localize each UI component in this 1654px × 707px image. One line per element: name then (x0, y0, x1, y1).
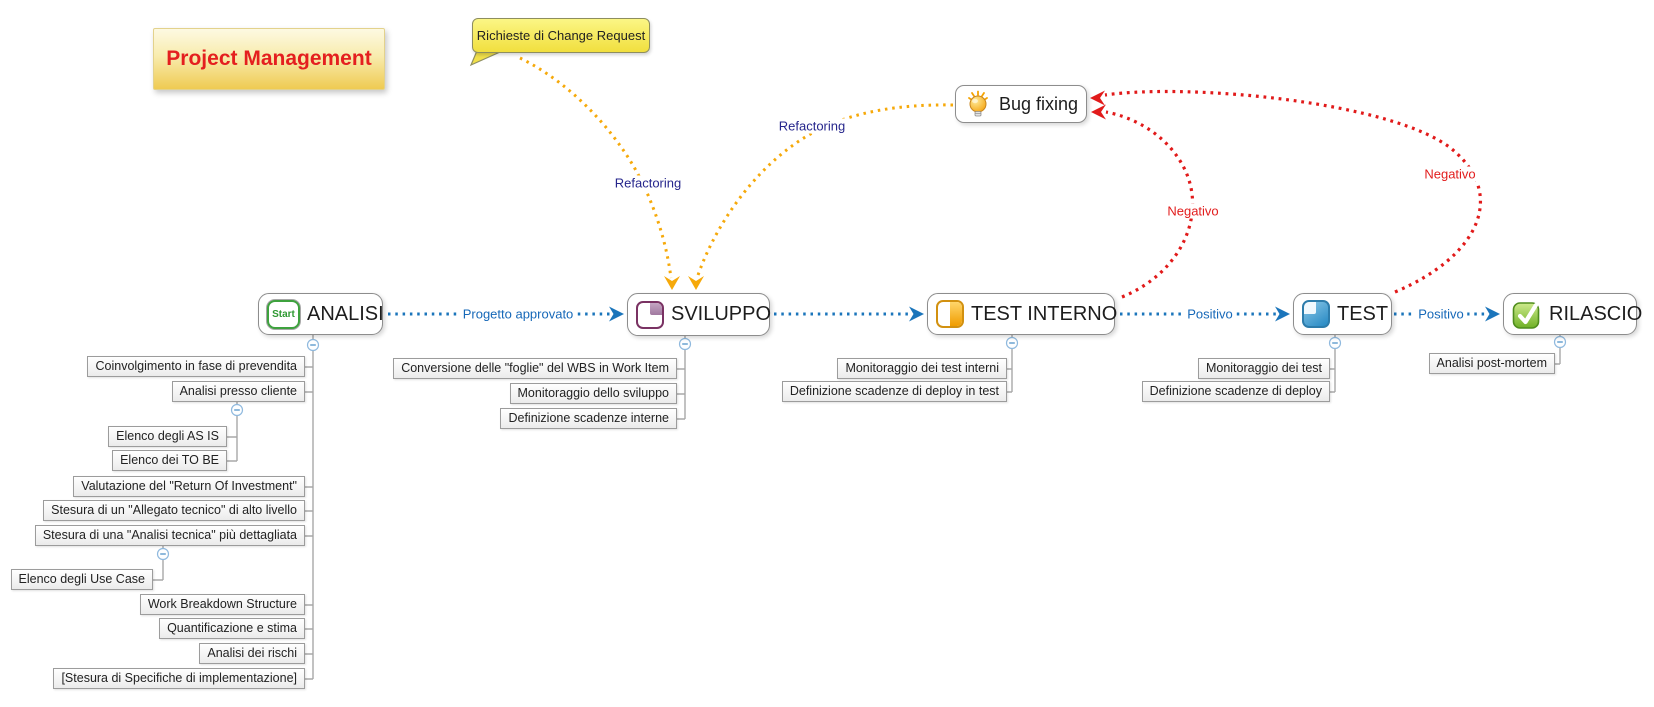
subtopic-analisi-stima[interactable]: Quantificazione e stima (159, 618, 305, 639)
subtopic-analisi-cliente[interactable]: Analisi presso cliente (171, 381, 305, 402)
subtopic-analisi-asis[interactable]: Elenco degli AS IS (108, 426, 227, 447)
change-request-callout[interactable]: Richieste di Change Request (472, 18, 650, 53)
subtopic-analisi-tobe[interactable]: Elenco dei TO BE (112, 450, 227, 471)
link-test-bugfixing-arrowhead (1090, 90, 1105, 106)
link-testinterno-test-arrowhead (1275, 306, 1290, 322)
subtopic-test-deploy[interactable]: Definizione scadenze di deploy (1141, 381, 1330, 402)
link-bugfixing-sviluppo-curve[interactable] (695, 103, 954, 279)
subtopic-analisi-usecase[interactable]: Elenco degli Use Case (10, 569, 153, 590)
topic-bug-fixing[interactable]: Bug fixing (955, 85, 1087, 123)
link-test-rilascio-arrowhead (1485, 306, 1500, 322)
link-bugfixing-sviluppo-arrowhead (688, 276, 704, 290)
link-label-refactoring-a[interactable]: Refactoring (611, 175, 685, 191)
topic-test-label: TEST (1337, 302, 1389, 325)
subtopic-analisi-rischi[interactable]: Analisi dei rischi (199, 643, 305, 664)
branch-connector-analisi (305, 335, 314, 680)
link-label-positivo-b[interactable]: Positivo (1415, 306, 1467, 322)
subtopic-sviluppo-conversione[interactable]: Conversione delle "foglie" del WBS in Wo… (393, 358, 677, 379)
subtopic-sviluppo-scadenze[interactable]: Definizione scadenze interne (500, 408, 677, 429)
subtopic-test-monitoraggio[interactable]: Monitoraggio dei test (1197, 358, 1330, 379)
topic-analisi[interactable]: Start ANALISI (258, 293, 384, 335)
topic-test-interno-label: TEST INTERNO (971, 302, 1118, 325)
topic-rilascio[interactable]: RILASCIO (1503, 293, 1642, 335)
lightbulb-icon[interactable] (964, 90, 992, 118)
subtopic-analisi-tecnica[interactable]: Stesura di una "Analisi tecnica" più det… (34, 525, 305, 546)
subtopic-analisi-allegato[interactable]: Stesura di un "Allegato tecnico" di alto… (43, 500, 305, 521)
subtopic-analisi-prevendita[interactable]: Coinvolgimento in fase di prevendita (87, 356, 305, 377)
topic-sviluppo[interactable]: SVILUPPO (627, 293, 772, 336)
link-testinterno-bugfixing-curve[interactable] (1105, 110, 1195, 299)
link-sviluppo-testinterno-arrowhead (909, 306, 924, 322)
link-label-refactoring-b[interactable]: Refactoring (775, 118, 849, 134)
collapse-toggle-analisi[interactable] (306, 338, 320, 352)
topic-rilascio-label: RILASCIO (1549, 302, 1643, 325)
branch-connector-sviluppo (677, 336, 686, 420)
check-complete-icon[interactable] (1512, 299, 1542, 329)
progress-50-icon[interactable] (936, 300, 964, 328)
link-label-progetto-approvato[interactable]: Progetto approvato (459, 306, 577, 322)
topic-test[interactable]: TEST (1293, 293, 1392, 335)
topic-sviluppo-label: SVILUPPO (671, 303, 772, 325)
link-changerequest-sviluppo-curve[interactable] (519, 56, 673, 279)
link-testinterno-bugfixing-arrowhead (1091, 104, 1106, 120)
topic-test-interno[interactable]: TEST INTERNO (927, 293, 1118, 335)
collapse-toggle-analisi-asis[interactable] (230, 403, 244, 417)
link-test-bugfixing-curve[interactable] (1104, 89, 1482, 294)
collapse-toggle-sviluppo[interactable] (678, 337, 692, 351)
topic-bug-fixing-label: Bug fixing (999, 93, 1079, 114)
collapse-toggle-analisi-usecase[interactable] (156, 547, 170, 561)
subtopic-analisi-roi[interactable]: Valutazione del "Return Of Investment" (73, 476, 305, 497)
link-label-positivo-a[interactable]: Positivo (1184, 306, 1236, 322)
link-label-negativo-b[interactable]: Negativo (1421, 166, 1479, 182)
subtopic-testinterno-monitoraggio[interactable]: Monitoraggio dei test interni (837, 358, 1007, 379)
progress-75-icon[interactable] (1302, 300, 1330, 328)
link-analisi-sviluppo-arrowhead (609, 306, 624, 322)
subtopic-testinterno-deploy[interactable]: Definizione scadenze di deploy in test (781, 381, 1007, 402)
start-badge-icon[interactable]: Start (267, 299, 300, 329)
link-label-negativo-a[interactable]: Negativo (1164, 203, 1222, 219)
subtopic-rilascio-postmortem[interactable]: Analisi post-mortem (1428, 353, 1555, 374)
subtopic-sviluppo-monitoraggio[interactable]: Monitoraggio dello sviluppo (509, 383, 677, 404)
progress-25-icon[interactable] (636, 300, 664, 329)
link-changerequest-arrowhead (664, 276, 680, 290)
map-title[interactable]: Project Management (153, 28, 385, 90)
topic-analisi-label: ANALISI (307, 302, 384, 325)
subtopic-analisi-wbs[interactable]: Work Breakdown Structure (139, 594, 305, 615)
collapse-toggle-test-interno[interactable] (1005, 336, 1019, 350)
subtopic-analisi-specifiche[interactable]: [Stesura di Specifiche di implementazion… (53, 668, 305, 689)
collapse-toggle-rilascio[interactable] (1553, 335, 1567, 349)
collapse-toggle-test[interactable] (1328, 336, 1342, 350)
